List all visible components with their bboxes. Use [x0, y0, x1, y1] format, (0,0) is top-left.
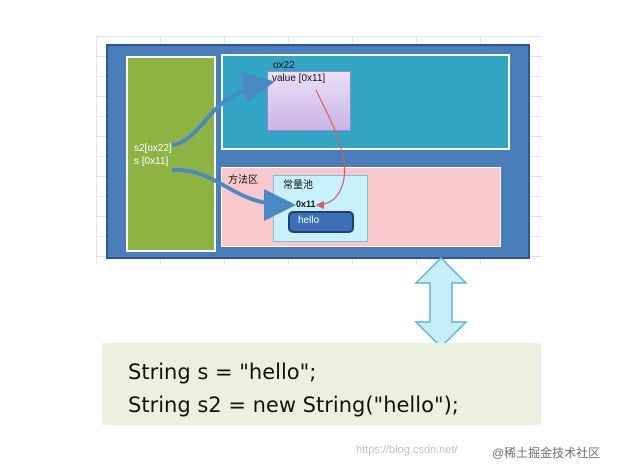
pool-hello-box	[288, 211, 354, 233]
pool-hello-text: hello	[298, 215, 320, 226]
watermark-brand: @稀土掘金技术社区	[492, 446, 601, 460]
stack-var-s2: s2[ox22]	[134, 143, 172, 154]
arrow-value-to-pool	[315, 89, 346, 210]
object-value-label: value [0x11]	[272, 73, 326, 84]
object-address-label: ox22	[273, 60, 295, 71]
constant-pool-label: 常量池	[283, 180, 313, 191]
pool-address-label: 0x11	[296, 199, 316, 209]
code-snippet-box: String s = "hello"; String s2 = new Stri…	[102, 343, 541, 425]
stack-area	[126, 56, 216, 252]
stack-var-s: s [0x11]	[134, 156, 169, 167]
code-line-2: String s2 = new String("hello");	[128, 393, 459, 417]
arrow-s2-to-object	[171, 71, 275, 147]
method-area-label: 方法区	[228, 175, 258, 186]
code-line-1: String s = "hello";	[128, 360, 317, 384]
arrow-s-to-pool	[171, 167, 296, 221]
watermark-url: https://blog.csdn.net/	[356, 444, 458, 456]
double-headed-vertical-arrow-icon	[414, 256, 468, 349]
